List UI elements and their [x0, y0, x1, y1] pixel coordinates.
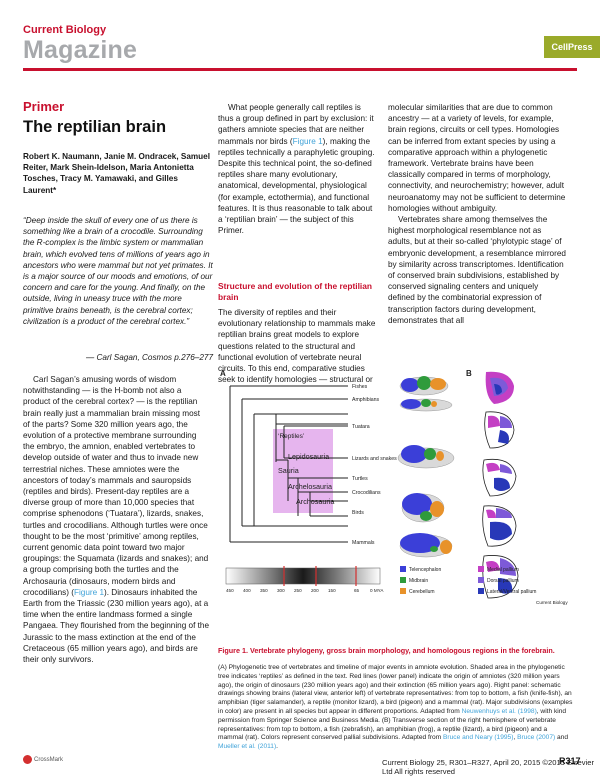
body-paragraph: molecular similarities that are due to c… [388, 103, 566, 213]
body-text: ), making the reptiles technically a par… [218, 136, 375, 236]
taxon-label: Crocodilians [352, 490, 381, 496]
legend-label: Dorsal pallium [487, 578, 519, 584]
caption-text: , with kind permission from Springer Sci… [218, 707, 567, 742]
caption-text: , [513, 734, 518, 742]
legend-label: Medial pallium [487, 567, 519, 573]
crossmark-icon [23, 755, 32, 764]
section-heading: Structure and evolution of the reptilian… [218, 281, 373, 302]
clade-label: Archosauria [296, 497, 334, 506]
caption-text: . [276, 743, 278, 751]
body-paragraph: Vertebrates share among themselves the h… [388, 215, 566, 325]
legend-label: Cerebellum [409, 589, 435, 595]
timeline-tick: 250 [294, 588, 302, 593]
clade-label: Archelosauria [288, 482, 332, 491]
clade-label: Lepidosauria [288, 452, 329, 461]
reptiles-label: ‘Reptiles’ [278, 433, 305, 440]
body-paragraph: The diversity of reptiles and their evol… [218, 308, 376, 385]
taxon-label: Fishes [352, 384, 368, 390]
author-list[interactable]: Robert K. Naumann, Janie M. Ondracek, Sa… [23, 152, 210, 195]
journal-name: Current Biology [23, 24, 107, 36]
cross-section-amphibian [484, 411, 515, 449]
body-column-1: Carl Sagan’s amusing words of wisdom not… [23, 374, 209, 665]
reference-link[interactable]: Bruce (2007) [517, 734, 556, 742]
figure-link[interactable]: Figure 1 [292, 136, 323, 146]
brain-lizard [397, 445, 455, 469]
taxon-label: Birds [352, 510, 364, 516]
taxon-label: Amphibians [352, 397, 380, 403]
brain-amphibian [399, 398, 453, 412]
caption-text: (A) Phylogenetic tree of vertebrates and… [218, 664, 573, 715]
body-text: What people generally call reptiles is t… [218, 103, 374, 146]
legend-brain-regions: Telencephalon Midbrain Cerebellum [400, 566, 441, 595]
figure-1: A B ‘Reptiles’ Lepidosauria Sauria Arche… [220, 369, 568, 605]
figure-caption: (A) Phylogenetic tree of vertebrates and… [218, 664, 574, 752]
legend-label: Midbrain [409, 578, 428, 584]
figure-credit: Current Biology [536, 600, 568, 605]
brain-fish [399, 376, 449, 396]
reference-link[interactable]: Mueller et al. (2011) [218, 743, 277, 751]
timeline-tick: 300 [277, 588, 285, 593]
timeline-tick: 65 [354, 588, 360, 593]
body-column-3: molecular similarities that are due to c… [388, 102, 566, 326]
timeline-tick: 0 MYA [370, 588, 384, 593]
phylogenetic-tree [229, 385, 348, 543]
clade-label: Sauria [278, 466, 299, 475]
epigraph-quote: “Deep inside the skull of every one of u… [23, 216, 213, 326]
brain-bird [401, 493, 445, 523]
legend-label: Lateral/Ventral pallium [487, 589, 536, 595]
section-name: Magazine [23, 36, 138, 64]
timeline-tick: 450 [226, 588, 234, 593]
timeline-tick: 200 [311, 588, 319, 593]
body-column-2: What people generally call reptiles is t… [218, 102, 378, 236]
caption-text: and [555, 734, 569, 742]
legend-pallium: Medial pallium Dorsal pallium Lateral/Ve… [478, 566, 536, 595]
reference-link[interactable]: Bruce and Neary (1995) [443, 734, 514, 742]
brain-mammal [399, 533, 453, 558]
taxon-label: Mammals [352, 540, 375, 546]
timeline-tick: 400 [243, 588, 251, 593]
journal-citation: Current Biology 25, R301–R327, April 20,… [382, 758, 595, 776]
epigraph-attribution: — Carl Sagan, Cosmos p.276–277 [86, 353, 213, 362]
panel-label-a: A [220, 369, 226, 378]
article-title: The reptilian brain [23, 118, 167, 136]
taxon-label: Tuatara [352, 424, 370, 430]
geologic-timeline: 450 400 350 300 250 200 150 65 0 MYA [225, 566, 384, 593]
taxon-label: Turtles [352, 476, 368, 482]
timeline-tick: 350 [260, 588, 268, 593]
body-text: Carl Sagan’s amusing words of wisdom not… [23, 375, 209, 597]
figure-link[interactable]: Figure 1 [73, 587, 105, 597]
crossmark-label: CrossMark [34, 757, 64, 764]
reference-link[interactable]: Neuwenhuys et al. (1998) [461, 707, 537, 715]
article-category: Primer [23, 99, 65, 114]
timeline-tick: 150 [328, 588, 336, 593]
figure-caption-title: Figure 1. Vertebrate phylogeny, gross br… [218, 646, 555, 655]
reptiles-shading [273, 429, 333, 513]
crossmark-badge[interactable]: CrossMark [23, 755, 63, 764]
cross-section-mammal [482, 555, 519, 599]
legend-label: Telencephalon [409, 567, 441, 573]
cross-section-fish [485, 371, 514, 404]
body-text: ). Dinosaurs inhabited the Earth from th… [23, 587, 210, 665]
publisher-logo: CellPress [544, 36, 600, 58]
page-number: R317 [559, 756, 581, 766]
cross-section-lizard [482, 458, 517, 497]
header-rule [23, 68, 577, 71]
taxon-label: Lizards and snakes [352, 456, 397, 462]
panel-label-b: B [466, 369, 472, 378]
cross-section-bird [482, 505, 517, 547]
